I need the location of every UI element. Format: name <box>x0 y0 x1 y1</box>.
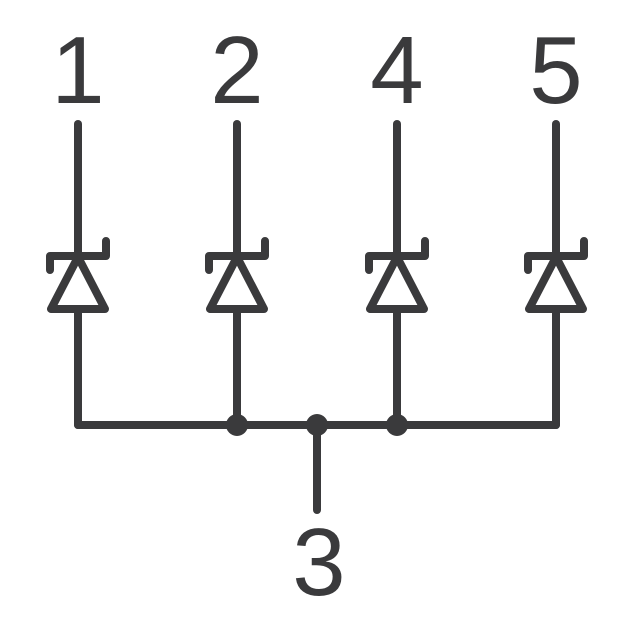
zener-cathode-bar <box>365 237 429 274</box>
junction-dot <box>386 414 408 436</box>
zener-cathode-bar <box>46 237 110 274</box>
diode-triangle <box>366 253 428 313</box>
junction-dot <box>306 414 328 436</box>
junction-dot <box>226 414 248 436</box>
zener-diode-5 <box>524 120 588 429</box>
diode-triangle <box>206 253 268 313</box>
zener-diode-2 <box>205 120 269 429</box>
zener-diode-4 <box>365 120 429 429</box>
zener-diode-1 <box>46 120 110 429</box>
diode-triangle <box>47 253 109 313</box>
diode-triangle <box>525 253 587 313</box>
zener-cathode-bar <box>205 237 269 274</box>
zener-cathode-bar <box>524 237 588 274</box>
pin-label-1: 1 <box>51 17 104 124</box>
pin-label-2: 2 <box>210 17 263 124</box>
pin-label-3: 3 <box>292 509 345 616</box>
pin-label-4: 4 <box>370 17 423 124</box>
pin-label-5: 5 <box>529 17 582 124</box>
